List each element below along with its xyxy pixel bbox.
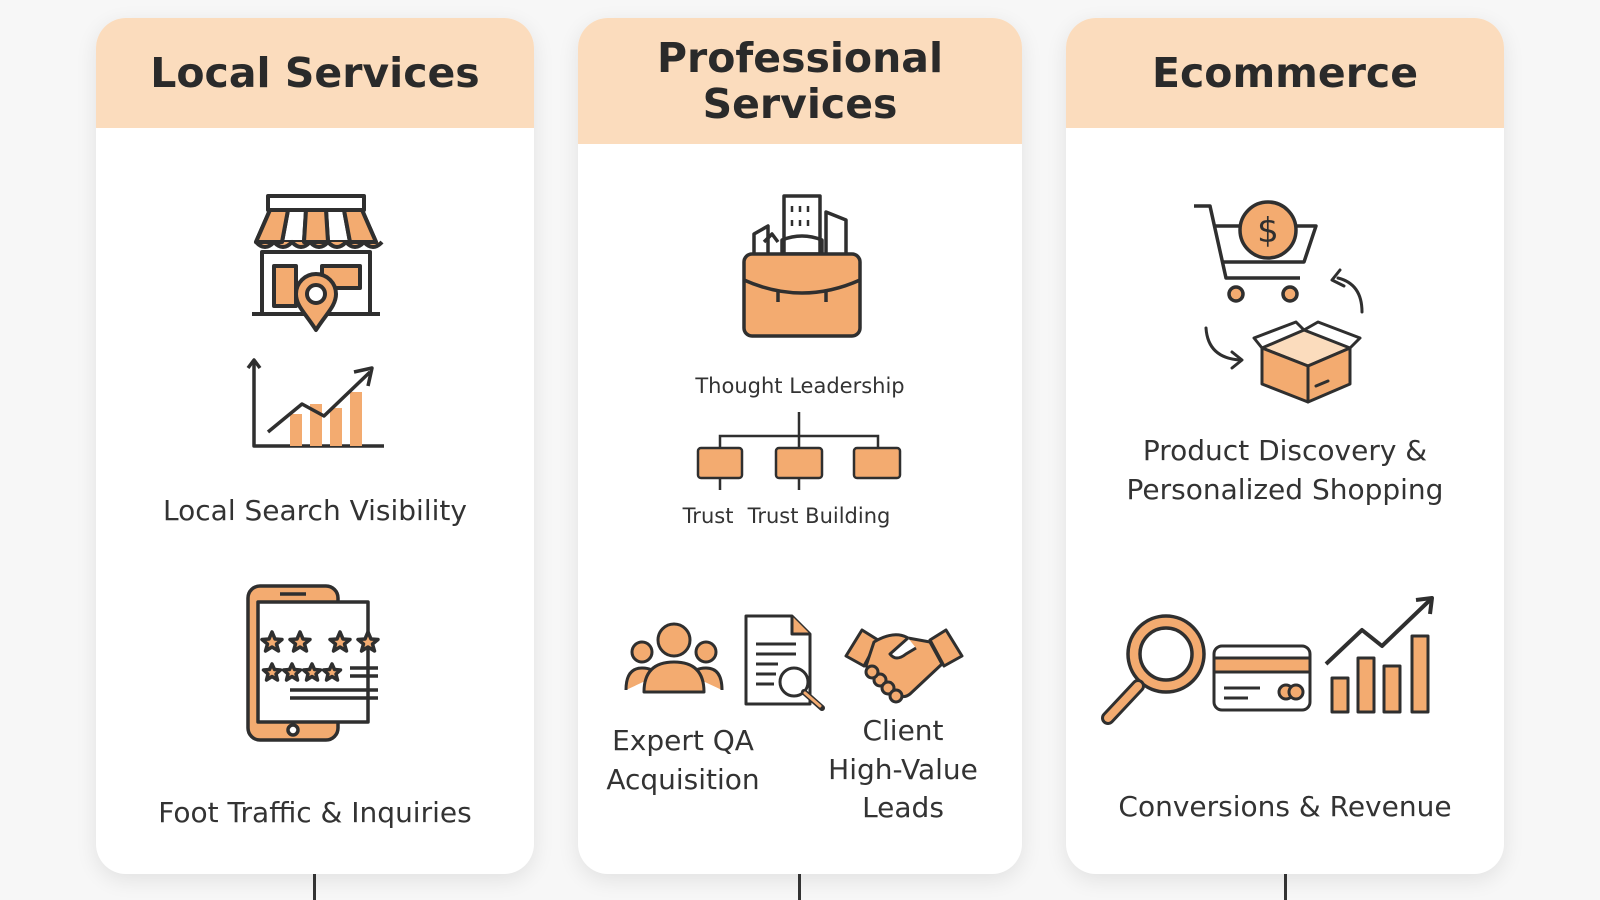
card-ecommerce: Ecommerce $: [1066, 18, 1504, 874]
magnifier-icon: [1101, 614, 1206, 725]
card-title: Local Services: [96, 18, 534, 128]
card-local-services: Local Services: [96, 18, 534, 874]
label-expert-line-2: Acquisition: [606, 762, 760, 796]
card-title-text: Local Services: [150, 48, 480, 97]
credit-card-icon: [1212, 644, 1312, 712]
label-client-line-1: Client: [862, 714, 944, 747]
tree-right-label: Trust Building: [747, 504, 891, 528]
label-foot-traffic: Foot Traffic & Inquiries: [158, 796, 472, 829]
handshake-icon: [844, 628, 964, 704]
bar-growth-icon: [1324, 596, 1434, 714]
label-client-leads: Client High-Value Leads: [818, 712, 988, 828]
box-return-icon: [1204, 268, 1364, 404]
group-icon: [624, 622, 724, 694]
card-title-line-2: Services: [702, 80, 898, 128]
label-local-search-visibility: Local Search Visibility: [163, 494, 467, 527]
growth-chart-icon: [246, 358, 384, 448]
phone-reviews-icon: [246, 584, 380, 742]
label-product-discovery: Product Discovery & Personalized Shoppin…: [1066, 432, 1504, 509]
label-expert-line-1: Expert QA: [612, 724, 754, 757]
label-client-line-3: Leads: [862, 791, 944, 825]
card-title: Professional Services: [578, 18, 1022, 144]
hierarchy-icon: [696, 412, 902, 490]
document-search-icon: [744, 614, 825, 711]
label-product-line-1: Product Discovery &: [1142, 434, 1428, 467]
connector-ecommerce: [1284, 874, 1287, 900]
cart-dollar-icon: $: [1194, 200, 1318, 303]
briefcase-city-icon: [742, 194, 862, 338]
label-client-line-2: High-Value: [828, 752, 978, 786]
connector-local: [313, 874, 316, 900]
tree-left-label: Trust: [682, 504, 734, 528]
card-title-line-1: Professional: [656, 33, 944, 82]
connector-professional: [798, 874, 801, 900]
label-conversions: Conversions & Revenue: [1118, 790, 1452, 823]
card-professional-services: Professional Services Thought Leadership: [578, 18, 1022, 874]
storefront-location-icon: [252, 194, 384, 332]
label-expert-acquisition: Expert QA Acquisition: [598, 722, 768, 799]
svg-text:$: $: [1257, 211, 1279, 251]
card-title: Ecommerce: [1066, 18, 1504, 128]
tree-root-label: Thought Leadership: [695, 374, 905, 398]
label-product-line-2: Personalized Shopping: [1126, 472, 1444, 506]
card-title-text: Ecommerce: [1151, 48, 1419, 97]
